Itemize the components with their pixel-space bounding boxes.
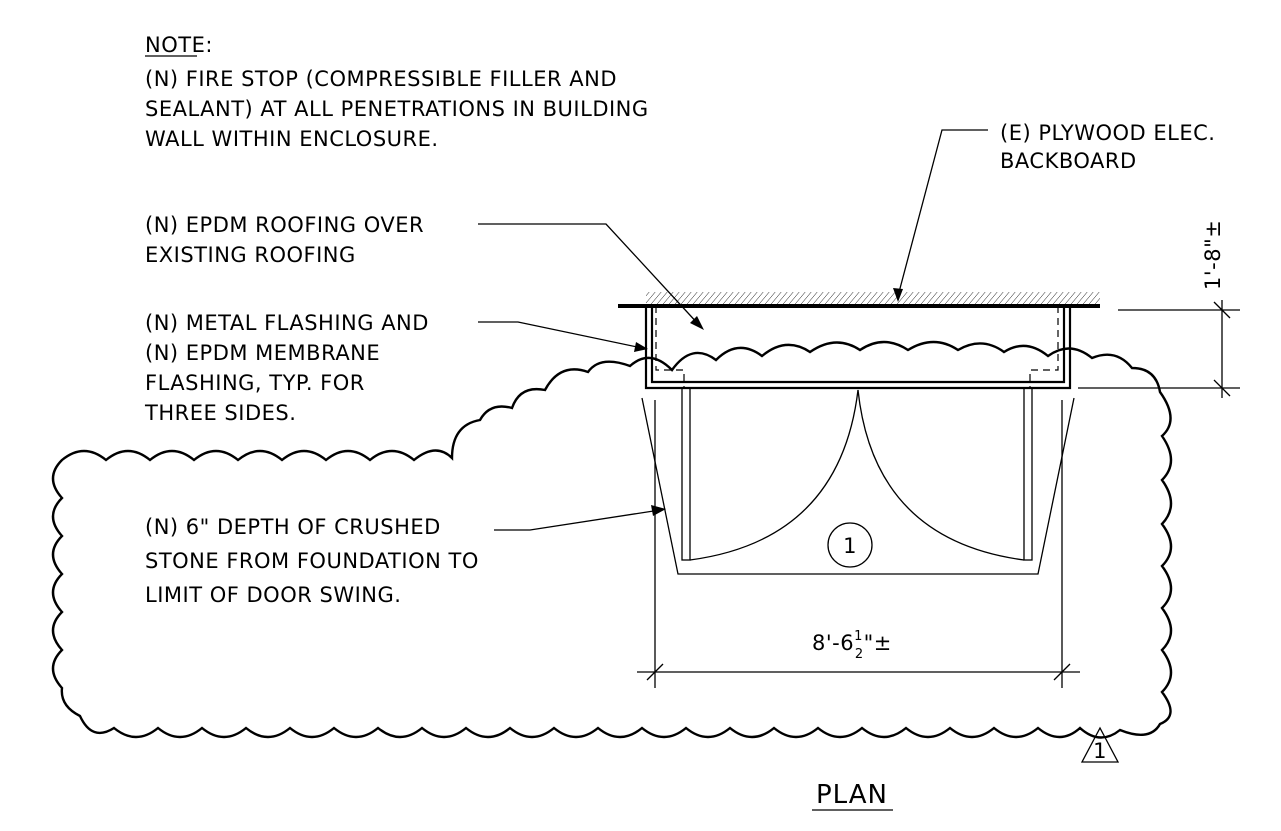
revision-delta-triangle [1080,726,1120,763]
backboard-hatch [646,292,1100,304]
callout-flashing-line-3: FLASHING, TYP. FOR [145,371,365,395]
dim-width-frac-num: 1 [854,629,863,644]
callout-plywood-arrow [893,288,903,302]
revision-cloud [51,340,1173,739]
dim-width-frac-den: 2 [855,647,864,662]
note-line-1: (N) FIRE STOP (COMPRESSIBLE FILLER AND [145,67,617,91]
dim-width-tick-right [1053,663,1071,681]
callout-epdm-arrow [690,316,704,330]
door-tag-number: 1 [843,534,857,558]
callout-epdm-roofing: (N) EPDM ROOFING OVER EXISTING ROOFING [145,213,704,330]
callout-flashing-line-4: THREE SIDES. [144,401,296,425]
note-heading-colon: : [205,33,213,57]
door-leaf-right [1023,387,1033,561]
dim-depth-tick-top [1213,301,1231,319]
enclosure-plan: 1 [618,292,1100,575]
callout-stone-leader [494,509,661,531]
drawing-title-text: PLAN [816,780,888,810]
callout-flashing-leader [478,321,643,349]
callout-metal-flashing: (N) METAL FLASHING AND (N) EPDM MEMBRANE… [144,311,648,425]
callout-stone-arrow [651,505,666,516]
revision-cloud-outline [51,340,1173,739]
dim-width-tick-left [646,663,664,681]
door-swing-left [689,389,859,561]
callout-flashing-line-2: (N) EPDM MEMBRANE [145,341,380,365]
revision-delta: 1 [1080,726,1120,763]
note-line-3: WALL WITHIN ENCLOSURE. [145,127,439,151]
callout-epdm-line-1: (N) EPDM ROOFING OVER [145,213,424,237]
callout-stone-line-3: LIMIT OF DOOR SWING. [145,583,401,607]
drawing-title: PLAN [812,780,893,811]
flashing-right-dashed [1029,306,1059,388]
callout-plywood-line-1: (E) PLYWOOD ELEC. [1000,121,1215,145]
callout-stone-line-2: STONE FROM FOUNDATION TO [145,549,479,573]
door-tag-circle [827,522,873,568]
dim-width-main: 8'-6 [812,631,854,655]
callout-epdm-leader [478,223,701,327]
callout-plywood-line-2: BACKBOARD [1000,149,1137,173]
revision-delta-number: 1 [1093,739,1107,763]
door-swing-right [857,389,1025,561]
note-heading: NOTE: [145,33,213,57]
callout-plywood-backboard: (E) PLYWOOD ELEC. BACKBOARD [893,121,1215,302]
callout-stone-line-1: (N) 6" DEPTH OF CRUSHED [145,515,441,539]
enclosure-box [644,306,1072,390]
door-leaf-left [681,387,691,561]
enclosure-box-inner [650,306,1066,384]
crushed-stone-limit [641,397,1075,575]
dim-depth-tick-bottom [1213,379,1231,397]
callout-flashing-line-1: (N) METAL FLASHING AND [145,311,429,335]
note-line-2: SEALANT) AT ALL PENETRATIONS IN BUILDING [145,97,649,121]
callout-crushed-stone: (N) 6" DEPTH OF CRUSHED STONE FROM FOUND… [145,505,666,607]
callout-epdm-line-2: EXISTING ROOFING [145,243,356,267]
dimension-depth: 1'-8"± [1078,220,1240,398]
callout-plywood-leader [897,129,988,297]
dim-width-text: 8'-61 2"± [812,629,892,662]
flashing-left-dashed [655,306,685,388]
note-heading-text: NOTE [145,33,205,57]
dim-width-tail: "± [864,631,892,655]
callout-flashing-arrow [634,342,648,352]
dim-depth-text: 1'-8"± [1201,220,1225,290]
general-note: NOTE: (N) FIRE STOP (COMPRESSIBLE FILLER… [145,33,649,151]
